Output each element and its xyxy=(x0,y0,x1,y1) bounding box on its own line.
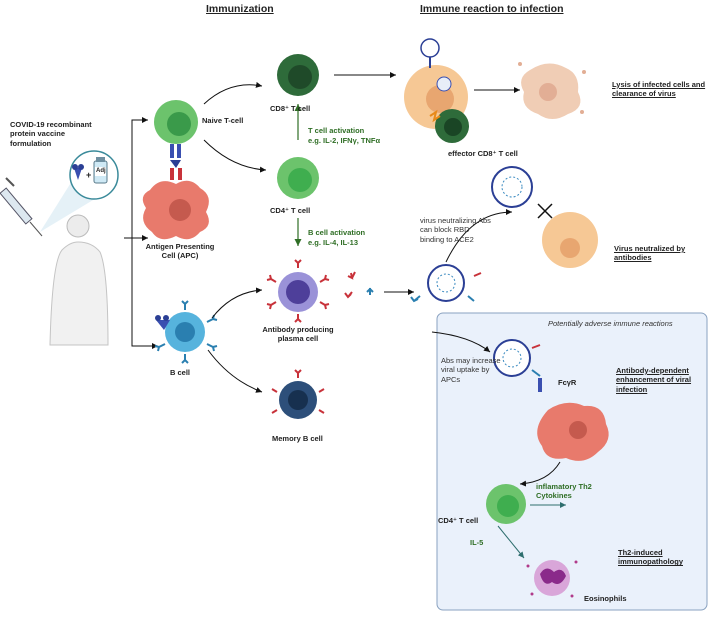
ade-virus xyxy=(493,339,531,377)
arrow-naive-to-cd8 xyxy=(203,81,263,105)
svg-text:+: + xyxy=(86,170,91,180)
syringe-icon xyxy=(0,177,43,237)
adj-label: Adj xyxy=(96,168,106,174)
cd8-t-cell xyxy=(277,54,319,96)
b-cell-label: B cell xyxy=(170,368,191,377)
t-activation-label: T cell activation xyxy=(308,126,365,135)
naive-t-label: Naive T-cell xyxy=(202,116,244,125)
effector-cd8-label: effector CD8⁺ T cell xyxy=(448,149,518,158)
arrow-b-to-plasma xyxy=(211,287,263,319)
antigen-spike-icon xyxy=(155,315,170,330)
vaccine-bracket xyxy=(124,117,158,349)
apc-cell xyxy=(142,180,209,240)
ade-antibodies xyxy=(531,344,541,377)
inflammatory-label: inflamatory Th2 Cytokines xyxy=(536,482,592,501)
naive-t-cell xyxy=(154,100,198,144)
t-activation-example: e.g. IL-2, IFNγ, TNFα xyxy=(308,136,381,145)
adverse-title: Potentially adverse immune reactions xyxy=(548,319,673,328)
ace2-cell xyxy=(542,212,598,268)
arrow-virus-to-neutralized xyxy=(445,209,513,263)
lower-cd4-t-cell xyxy=(486,484,526,524)
lightning-icon xyxy=(429,109,441,123)
il5-label: IL-5 xyxy=(470,538,484,547)
virus-on-cell-icon xyxy=(420,38,440,68)
b-activation-example: e.g. IL-4, IL-13 xyxy=(308,238,359,247)
plasma-label: Antibody producing plasma cell xyxy=(262,325,334,344)
eosinophils-label: Eosinophils xyxy=(584,594,627,603)
plasma-cell xyxy=(278,272,318,312)
apc-label: Antigen Presenting Cell (APC) xyxy=(145,242,215,261)
virus-with-antibodies xyxy=(427,264,465,302)
memory-b-cell xyxy=(279,381,317,419)
b-cell xyxy=(165,312,205,352)
lysed-cell xyxy=(518,62,586,119)
effector-cd8-cell xyxy=(435,109,469,143)
lysis-label: Lysis of infected cells and clearance of… xyxy=(612,80,706,99)
memory-antibodies xyxy=(271,369,325,414)
ade-apc-cell xyxy=(537,402,609,461)
block-cross xyxy=(537,203,553,219)
spike-protein-icon xyxy=(72,164,84,180)
adjuvant-vial-icon xyxy=(93,157,108,184)
th2-path-label: Th2-induced immunopathology xyxy=(618,548,683,567)
plasma-antibodies xyxy=(266,259,330,323)
arrow-apc-to-cd4 xyxy=(519,461,561,487)
eosinophil-cell xyxy=(526,560,578,598)
b-cell-receptors xyxy=(154,300,218,364)
tcr-mhc-icon xyxy=(170,144,182,180)
free-antibodies xyxy=(344,271,374,299)
abs-may-note: Abs may increase viral uptake by APCs xyxy=(441,356,501,384)
neutralized-label: Virus neutralized by antibodies xyxy=(614,244,686,263)
person-silhouette xyxy=(49,214,109,346)
lower-cd4-label: CD4⁺ T cell xyxy=(438,516,479,525)
b-activation-label: B cell activation xyxy=(308,228,366,237)
arrow-b-to-memory xyxy=(207,349,263,393)
adverse-reactions-panel xyxy=(436,312,708,611)
header-immunization: Immunization xyxy=(206,3,274,15)
fcyr-label: FcγR xyxy=(558,378,577,387)
ade-label: Antibody-dependent enhancement of viral … xyxy=(616,366,692,394)
neutralizing-note: virus neutralizing Abs can block RBD bin… xyxy=(420,216,491,244)
bound-antibodies xyxy=(410,272,482,303)
arrow-to-ade-virus xyxy=(431,331,491,353)
fcyr-receptor xyxy=(538,378,542,392)
arrow-naive-to-cd4 xyxy=(203,139,267,173)
cd4-label: CD4⁺ T cell xyxy=(270,206,311,215)
memory-b-label: Memory B cell xyxy=(272,434,323,443)
cd8-label: CD8⁺ T cell xyxy=(270,104,311,113)
header-immune-reaction: Immune reaction to infection xyxy=(420,3,564,15)
vaccine-label: COVID-19 recombinant protein vaccine for… xyxy=(10,120,92,148)
arrow-to-eosinophils xyxy=(497,525,525,559)
cd4-t-cell xyxy=(277,157,319,199)
neutralized-virus xyxy=(491,166,533,208)
